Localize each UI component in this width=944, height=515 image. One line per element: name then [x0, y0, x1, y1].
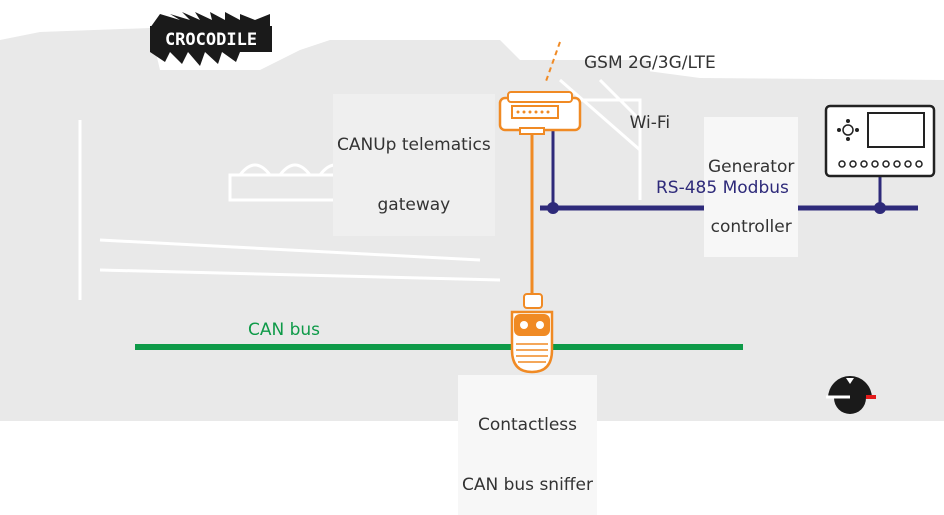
gateway-device-icon: [498, 91, 582, 135]
gateway-label: CANUp telematics gateway: [333, 94, 495, 236]
controller-label-line2: controller: [710, 217, 792, 237]
sniffer-label-line2: CAN bus sniffer: [462, 475, 593, 495]
sniffer-label: Contactless CAN bus sniffer: [458, 375, 597, 515]
wireless-link: [544, 41, 561, 85]
gsm-label-line1: GSM 2G/3G/LTE: [584, 53, 716, 73]
modbus-label: RS-485 Modbus: [656, 178, 789, 198]
sniffer-label-line1: Contactless: [477, 415, 577, 435]
crocodile-logo: CROCODILE: [150, 12, 272, 66]
brand-badge-icon: [826, 376, 876, 414]
gateway-label-line1: CANUp telematics: [337, 135, 491, 155]
controller-label: Generator controller: [704, 117, 799, 257]
logo-text: CROCODILE: [165, 30, 257, 50]
gsm-label: GSM 2G/3G/LTE Wi-Fi: [584, 13, 716, 153]
diagram-canvas: CROCODILE: [0, 12, 944, 495]
generator-controller-icon: [824, 104, 936, 178]
can-sniffer-icon: [510, 293, 554, 374]
canbus-label: CAN bus: [248, 320, 321, 340]
gateway-label-line2: gateway: [377, 195, 451, 215]
controller-label-line1: Generator: [708, 157, 795, 177]
engine-details: [78, 78, 642, 300]
gsm-label-line2: Wi-Fi: [629, 113, 671, 133]
